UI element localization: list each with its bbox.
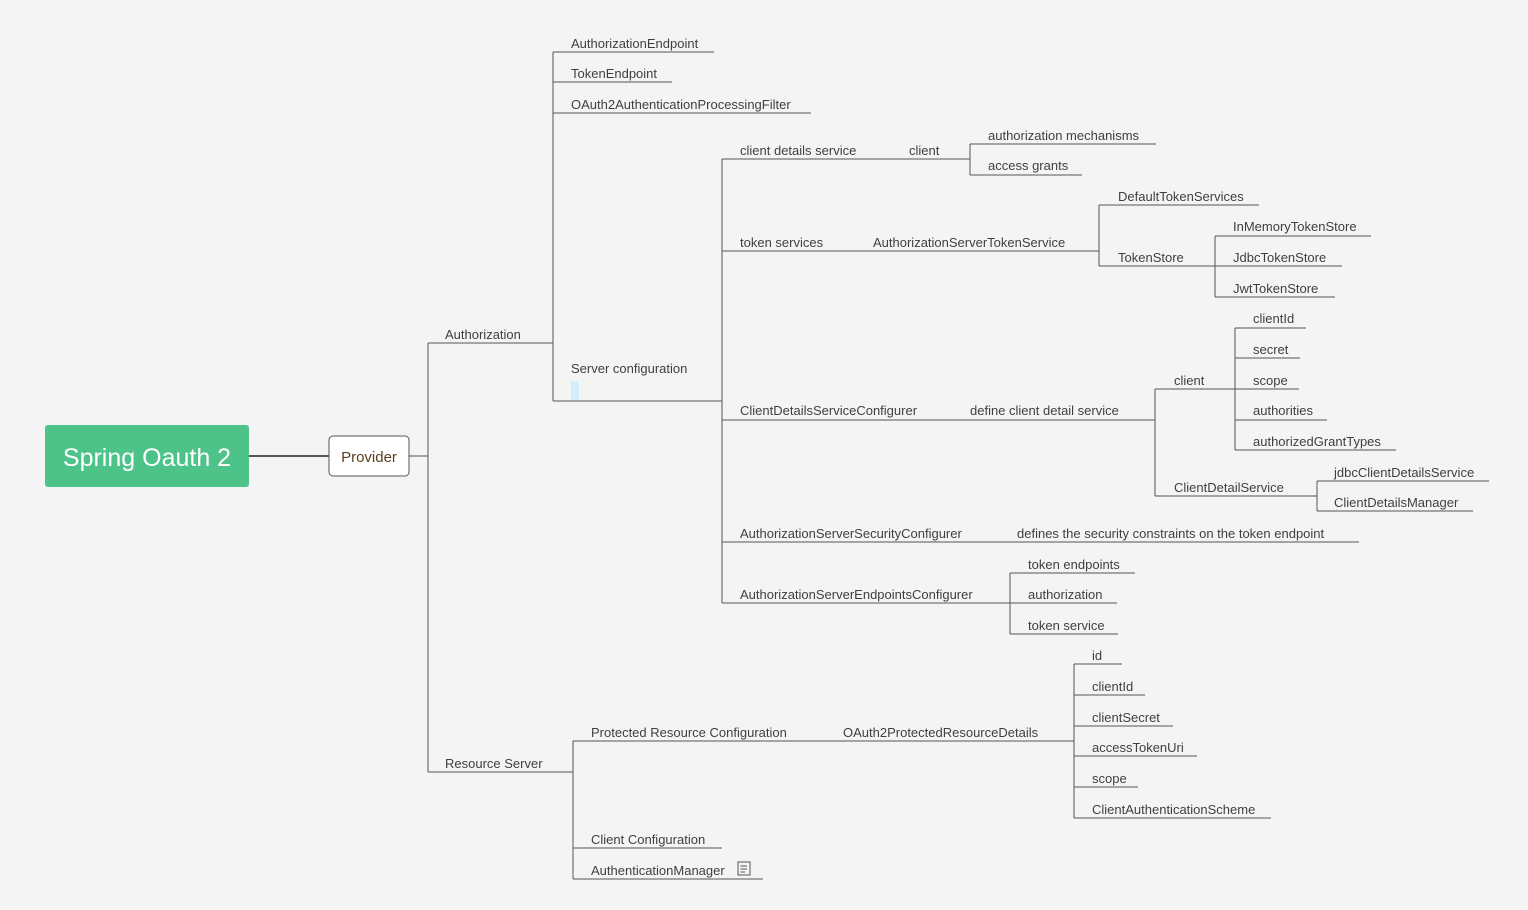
node-protected-resource[interactable]: Protected Resource Configuration [591, 725, 787, 740]
node-client-details-configurer[interactable]: ClientDetailsServiceConfigurer [740, 403, 918, 418]
node-server-configuration[interactable]: Server configuration [571, 361, 687, 376]
root-node[interactable] [45, 425, 249, 487]
node-resource-scope[interactable]: scope [1092, 771, 1127, 786]
node-client-details-manager[interactable]: ClientDetailsManager [1334, 495, 1459, 510]
node-authorization-mechanisms[interactable]: authorization mechanisms [988, 128, 1140, 143]
node-scope[interactable]: scope [1253, 373, 1288, 388]
node-jdbc-token-store[interactable]: JdbcTokenStore [1233, 250, 1326, 265]
node-authorized-grant-types[interactable]: authorizedGrantTypes [1253, 434, 1381, 449]
node-token-services[interactable]: token services [740, 235, 824, 250]
node-authorization-server-token-service[interactable]: AuthorizationServerTokenService [873, 235, 1065, 250]
node-authentication-manager[interactable]: AuthenticationManager [591, 863, 725, 878]
node-jwt-token-store[interactable]: JwtTokenStore [1233, 281, 1318, 296]
node-token-service[interactable]: token service [1028, 618, 1105, 633]
node-access-grants[interactable]: access grants [988, 158, 1069, 173]
node-client-secret[interactable]: clientSecret [1092, 710, 1160, 725]
node-labels: Authorization Resource Server Authorizat… [445, 36, 1474, 878]
node-jdbc-client-details-service[interactable]: jdbcClientDetailsService [1333, 465, 1474, 480]
node-security-note[interactable]: defines the security constraints on the … [1017, 526, 1325, 541]
node-inmemory-token-store[interactable]: InMemoryTokenStore [1233, 219, 1357, 234]
underlines [428, 51, 1489, 880]
provider-label: Provider [341, 449, 397, 466]
node-client-1[interactable]: client [909, 143, 940, 158]
node-client-details-service[interactable]: client details service [740, 143, 856, 158]
node-client-authentication-scheme[interactable]: ClientAuthenticationScheme [1092, 802, 1255, 817]
node-resource-server[interactable]: Resource Server [445, 756, 543, 771]
node-authorities[interactable]: authorities [1253, 403, 1313, 418]
node-client-configuration[interactable]: Client Configuration [591, 832, 705, 847]
node-default-token-services[interactable]: DefaultTokenServices [1118, 189, 1244, 204]
node-token-store[interactable]: TokenStore [1118, 250, 1184, 265]
node-token-endpoints[interactable]: token endpoints [1028, 557, 1120, 572]
selection-marker [571, 381, 579, 400]
node-secret[interactable]: secret [1253, 342, 1289, 357]
provider-node[interactable] [328, 435, 410, 477]
node-client-detail-service[interactable]: ClientDetailService [1174, 480, 1284, 495]
node-endpoints-configurer[interactable]: AuthorizationServerEndpointsConfigurer [740, 587, 973, 602]
node-authorization-endpoint[interactable]: AuthorizationEndpoint [571, 36, 699, 51]
node-client-id[interactable]: clientId [1253, 311, 1294, 326]
node-authorization-child[interactable]: authorization [1028, 587, 1102, 602]
node-resource-client-id[interactable]: clientId [1092, 679, 1133, 694]
node-define-client-detail-service[interactable]: define client detail service [970, 403, 1119, 418]
node-processing-filter[interactable]: OAuth2AuthenticationProcessingFilter [571, 97, 791, 112]
root-label: Spring Oauth 2 [63, 444, 231, 472]
node-id[interactable]: id [1092, 648, 1102, 663]
node-security-configurer[interactable]: AuthorizationServerSecurityConfigurer [740, 526, 962, 541]
node-token-endpoint[interactable]: TokenEndpoint [571, 66, 657, 81]
node-protected-resource-details[interactable]: OAuth2ProtectedResourceDetails [843, 725, 1039, 740]
note-icon[interactable] [737, 861, 751, 876]
node-client-2[interactable]: client [1174, 373, 1205, 388]
node-authorization[interactable]: Authorization [445, 327, 521, 342]
node-access-token-uri[interactable]: accessTokenUri [1092, 740, 1184, 755]
